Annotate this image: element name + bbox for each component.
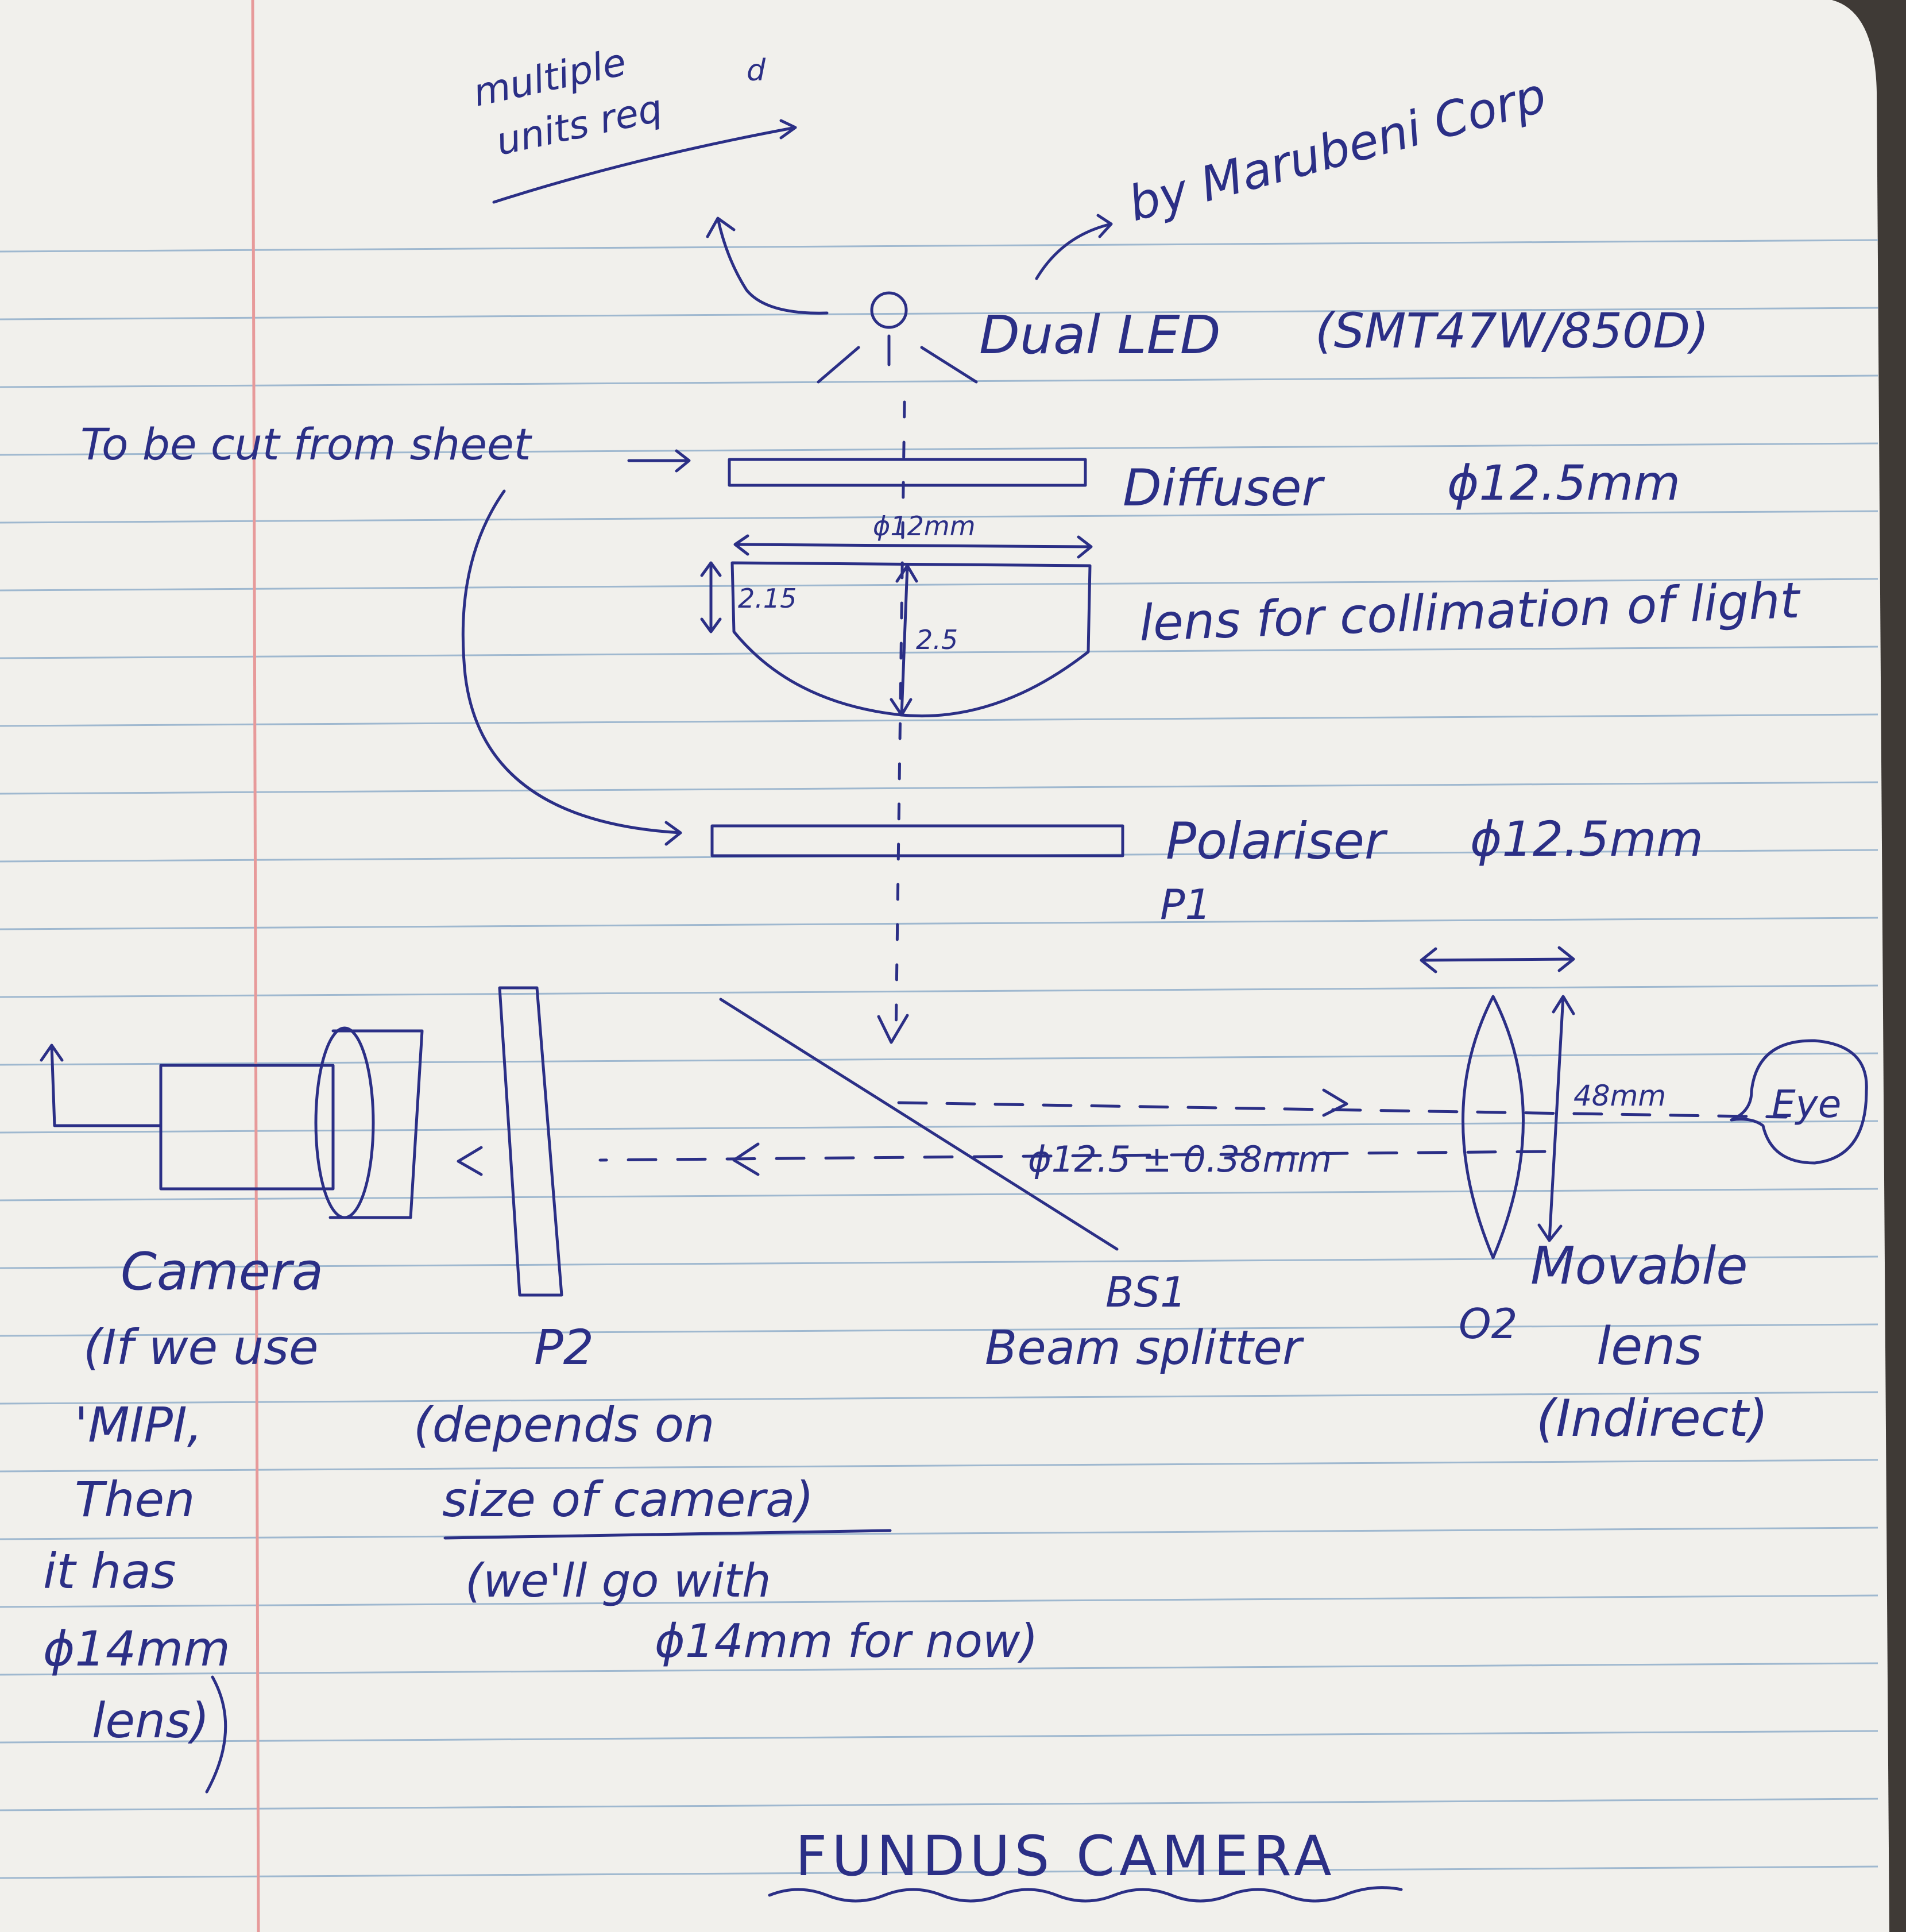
ruled-line (0, 374, 1878, 388)
ruled-line (0, 1798, 1878, 1811)
p2-note-4: ϕ14mm for now) (655, 1614, 1038, 1668)
lens-edge-thickness-label: 2.15 (738, 583, 797, 614)
ruled-line (0, 1391, 1878, 1405)
camera-body (40, 1026, 424, 1219)
eye-label: Eye (1772, 1082, 1841, 1126)
camera-label: Camera (121, 1242, 323, 1302)
ruled-line (0, 1730, 1878, 1744)
ruled-line (0, 1120, 1878, 1134)
led-ray-right (920, 346, 978, 384)
ruled-line (0, 713, 1878, 727)
camera-note-bracket (205, 1675, 227, 1794)
cut-sheet-arrow (627, 449, 691, 473)
lens-width-arrow (733, 534, 1093, 559)
camera-note-3: Then (75, 1471, 195, 1528)
camera-note-2: 'MIPI, (75, 1397, 202, 1453)
polariser-label: Polariser (1166, 812, 1388, 871)
ruled-line (0, 1527, 1878, 1540)
camera-note-6: lens) (92, 1693, 210, 1749)
eye-outline (1730, 1039, 1868, 1165)
page-title: FUNDUS CAMERA (795, 1824, 1336, 1888)
ruled-line (0, 984, 1878, 998)
biconvex-lens (1462, 995, 1525, 1259)
edge-thickness-arrow (700, 561, 722, 633)
return-arrowhead (732, 1142, 760, 1176)
ruled-line (0, 1255, 1878, 1269)
polariser-p2-tag: P2 (534, 1319, 594, 1375)
movable-lens-o2 (1420, 946, 1575, 1259)
ruled-line (0, 510, 1878, 524)
notes-underline (492, 119, 797, 204)
ruled-line (0, 239, 1878, 253)
camera-note-1: (If we use (83, 1319, 319, 1375)
collimation-lens (700, 534, 1093, 718)
diffuser-plate (728, 458, 1087, 487)
movable-lens-label-3: (Indirect) (1536, 1389, 1768, 1448)
led-part-number: (SMT47W/850D) (1315, 303, 1709, 359)
p2-note-underline (443, 1529, 892, 1540)
ruled-line (0, 1459, 1878, 1473)
ruled-line (0, 1188, 1878, 1201)
optical-axis-vertical (894, 400, 906, 1041)
ruled-line (0, 781, 1878, 795)
camera-output-arrow (40, 1044, 163, 1127)
camera-note-5: ϕ14mm (43, 1621, 230, 1677)
led-label: Dual LED (979, 304, 1221, 366)
ruled-line (0, 1052, 1878, 1066)
lens-o2-tag: O2 (1459, 1300, 1517, 1348)
led-symbol (870, 291, 908, 329)
beam-splitter-plate (719, 998, 1119, 1251)
movable-lens-label-1: Movable (1530, 1236, 1748, 1296)
ruled-line (0, 442, 1878, 456)
ruled-line (0, 917, 1878, 930)
cut-sheet-curve (461, 489, 682, 846)
cut-sheet-note: To be cut from sheet (80, 419, 533, 470)
beam-splitter-label: Beam splitter (985, 1321, 1304, 1375)
ruled-line (0, 578, 1878, 592)
margin-line (251, 0, 260, 1932)
polariser-p2-plate (498, 986, 563, 1297)
led-side-arrow (706, 217, 829, 315)
camera-lens-front (314, 1026, 375, 1219)
ruled-line (0, 1594, 1878, 1608)
p2-note-3: (we'll go with (465, 1554, 771, 1608)
title-underline (768, 1886, 1403, 1903)
beam-splitter-tag: BS1 (1105, 1268, 1186, 1316)
movable-lens-arrow (1420, 946, 1575, 973)
return-path-to-camera (598, 1150, 1547, 1162)
diffuser-size: ϕ12.5mm (1447, 455, 1680, 511)
ruled-line (0, 1323, 1878, 1337)
polariser-p1-plate (710, 824, 1124, 857)
axis-down-arrowhead (877, 1014, 909, 1044)
center-thickness-arrow (890, 564, 918, 717)
p2-note-1: (depends on (413, 1397, 714, 1453)
camera-lens-barrel (328, 1029, 424, 1219)
movable-lens-label-2: lens (1596, 1316, 1702, 1377)
polariser-p1-tag: P1 (1160, 880, 1211, 929)
p2-note-2: size of camera) (442, 1471, 814, 1528)
lens-diameter-label: ϕ12mm (873, 511, 976, 542)
path-to-eye (897, 1101, 1788, 1119)
ruled-line (0, 307, 1878, 320)
ruled-line (0, 1662, 1878, 1676)
camera-note-4: it has (43, 1543, 176, 1599)
note-units-sup: d (747, 53, 766, 88)
camera-arrowhead (457, 1146, 483, 1176)
maker-arrow (1035, 214, 1113, 280)
ruled-line (0, 1865, 1878, 1879)
lens-distance-label: 48mm (1573, 1079, 1666, 1112)
dual-led (817, 291, 978, 384)
led-ray-left (817, 346, 860, 384)
polariser-size: ϕ12.5mm (1470, 811, 1703, 867)
beam-splitter-dimension: ϕ12.5 ± 0.38mm (1028, 1138, 1332, 1180)
lens-center-thickness-label: 2.5 (916, 624, 958, 655)
diffuser-label: Diffuser (1123, 458, 1325, 517)
lens-height-arrow (1537, 995, 1575, 1242)
ruled-line (0, 646, 1878, 659)
to-eye-arrowhead (1322, 1088, 1348, 1117)
